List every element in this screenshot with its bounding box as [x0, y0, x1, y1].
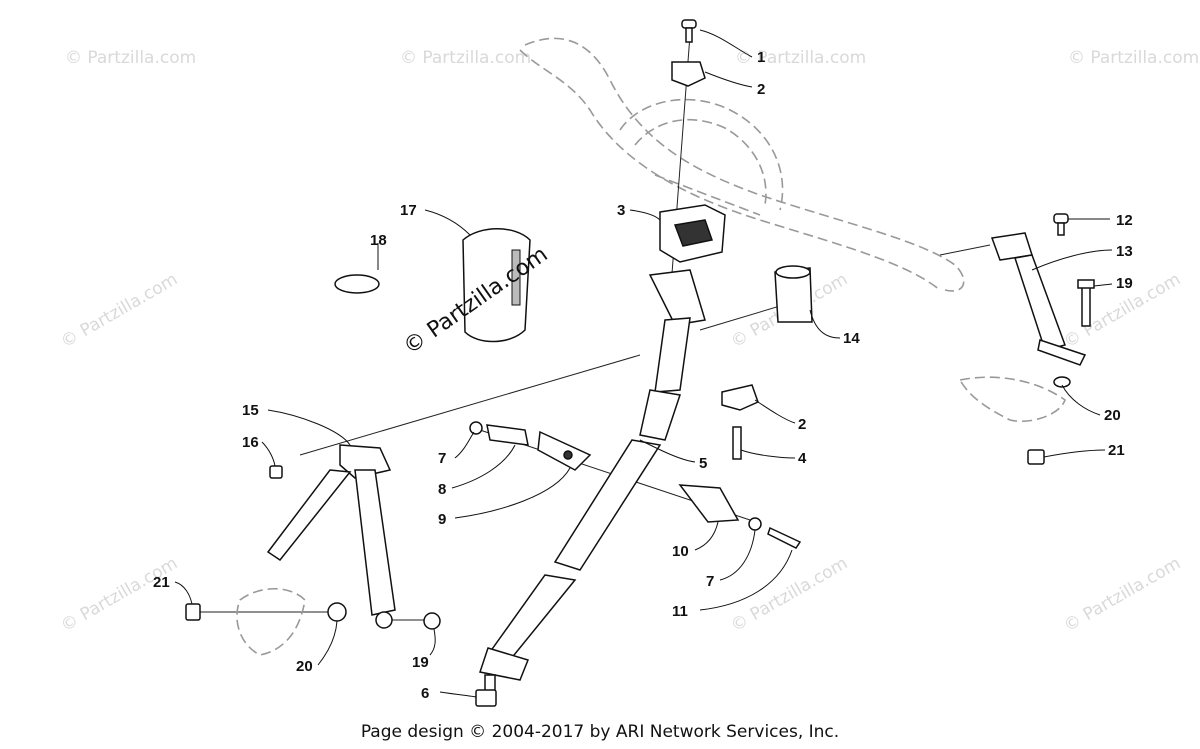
callout-20: 20 — [296, 658, 313, 675]
callout-4: 4 — [798, 450, 807, 467]
callout-9: 9 — [438, 511, 446, 528]
part-clamp-2-mid — [721, 384, 759, 411]
watermark: © Partzilla.com — [1061, 553, 1185, 636]
part-steering-post-5 — [479, 269, 706, 694]
callout-2: 2 — [757, 81, 765, 98]
callouts: 1 2 3 12 13 19 17 18 14 2 4 5 20 21 15 1… — [153, 49, 1133, 702]
part-washer-20-right — [1053, 376, 1071, 388]
callout-20: 20 — [1104, 407, 1121, 424]
callout-14: 14 — [843, 330, 860, 347]
callout-10: 10 — [672, 543, 689, 560]
callout-13: 13 — [1116, 243, 1133, 260]
part-screw-12 — [1053, 213, 1069, 236]
callout-7: 7 — [706, 573, 714, 590]
callout-18: 18 — [370, 232, 387, 249]
part-tie-rod-13 — [990, 232, 1087, 366]
callout-3: 3 — [617, 202, 625, 219]
part-handlebar-block-3 — [659, 204, 726, 263]
callout-1: 1 — [757, 49, 765, 66]
part-nut-21-left — [185, 603, 201, 621]
callout-8: 8 — [438, 481, 446, 498]
phantom-bracket-left — [236, 588, 306, 656]
callout-5: 5 — [699, 455, 707, 472]
callout-17: 17 — [400, 202, 417, 219]
part-link-8 — [486, 424, 529, 446]
part-cover-17 — [462, 228, 531, 343]
watermark: © Partzilla.com — [58, 269, 182, 352]
part-bolt-4 — [732, 426, 742, 460]
callout-16: 16 — [242, 434, 259, 451]
callout-2: 2 — [798, 416, 806, 433]
watermark: © Partzilla.com — [65, 48, 196, 68]
part-link-10 — [678, 484, 740, 523]
part-nut-6 — [475, 689, 497, 707]
callout-21: 21 — [1108, 442, 1125, 459]
watermark: © Partzilla.com — [735, 48, 866, 68]
callout-19: 19 — [412, 654, 429, 671]
leader-lines — [174, 29, 1113, 698]
part-bolt-19-right — [1077, 279, 1095, 327]
handlebar-phantom — [519, 37, 965, 292]
part-washer-20-left — [327, 602, 347, 622]
callout-11: 11 — [672, 603, 688, 620]
callout-21: 21 — [153, 574, 170, 591]
callout-6: 6 — [421, 685, 429, 702]
part-bolt-19-left — [423, 612, 441, 630]
callout-15: 15 — [242, 402, 259, 419]
part-screw-1 — [681, 19, 697, 43]
watermark: © Partzilla.com — [728, 553, 852, 636]
callout-12: 12 — [1116, 212, 1133, 229]
watermark: © Partzilla.com — [1068, 48, 1199, 68]
part-nut-21-right — [1027, 449, 1045, 465]
page-footer: Page design © 2004-2017 by ARI Network S… — [360, 722, 840, 742]
watermark: © Partzilla.com — [58, 553, 182, 636]
part-nut-16 — [269, 465, 283, 479]
part-ring-18 — [334, 274, 380, 294]
part-nut-7-right — [748, 517, 762, 531]
watermark-layer: © Partzilla.com © Partzilla.com © Partzi… — [58, 48, 1200, 636]
part-pitman-arm-15 — [266, 444, 396, 629]
part-nut-7-left — [469, 421, 483, 435]
part-bolt-11 — [767, 526, 802, 549]
callout-7: 7 — [438, 450, 446, 467]
part-clamp-2-top — [671, 61, 706, 87]
part-bushing-14 — [774, 265, 813, 323]
watermark: © Partzilla.com — [400, 48, 531, 68]
part-link-9 — [537, 430, 592, 471]
callout-19: 19 — [1116, 275, 1133, 292]
phantom-bracket-right — [958, 376, 1066, 423]
